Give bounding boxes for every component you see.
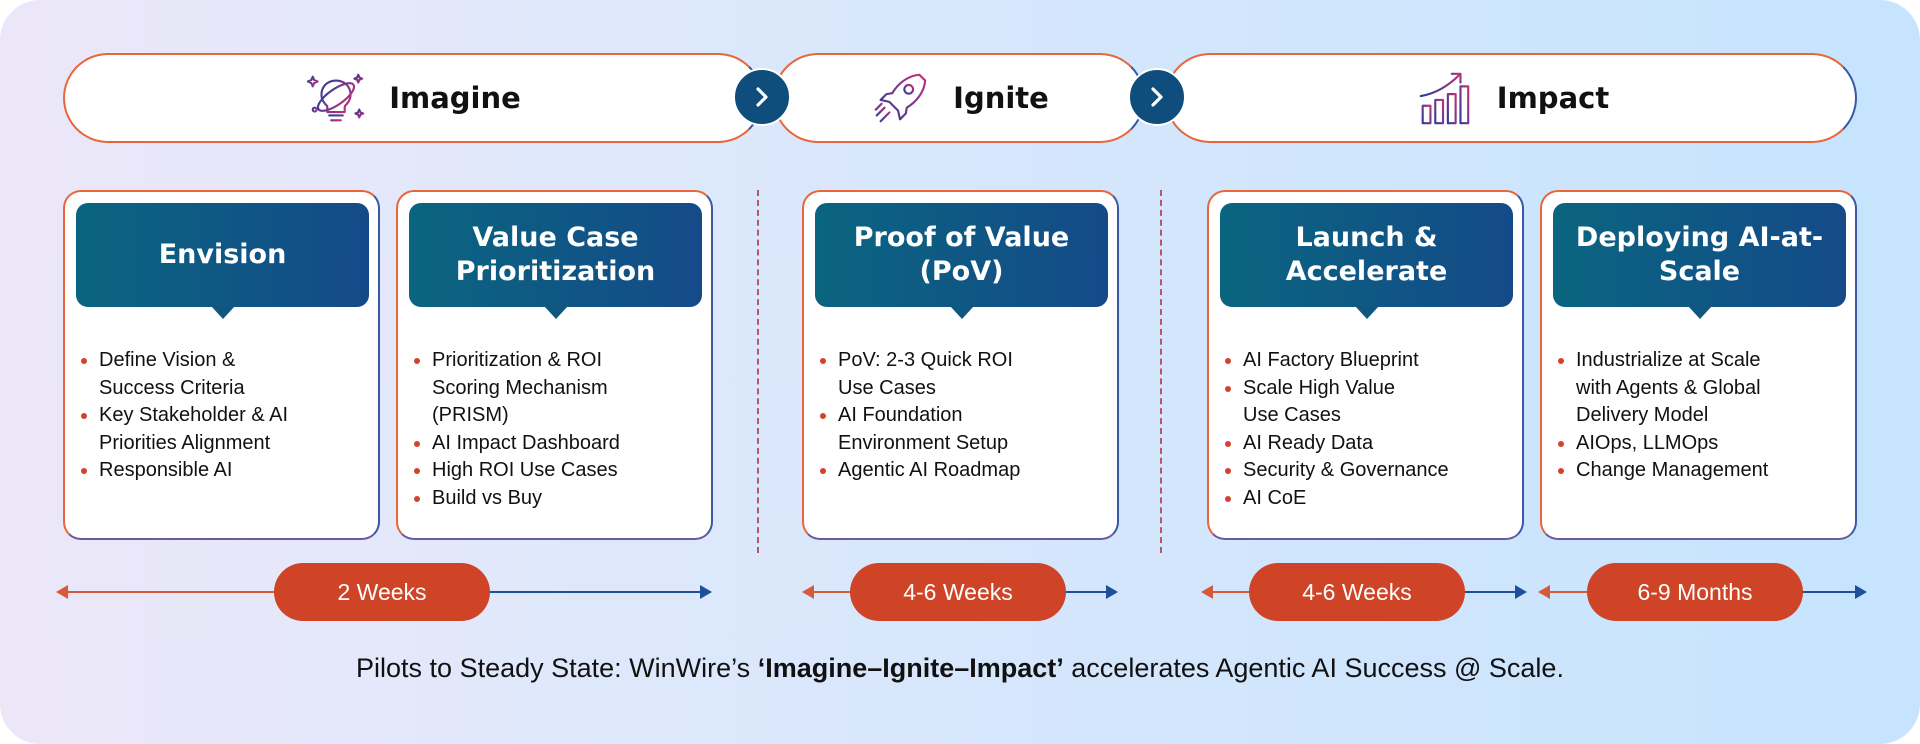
stage-card-proof-of-value: Proof of Value (PoV) PoV: 2-3 Quick ROI … bbox=[802, 190, 1119, 540]
phase-separator bbox=[757, 190, 759, 553]
tagline-suffix: accelerates Agentic AI Success @ Scale. bbox=[1063, 653, 1564, 683]
duration-badge: 2 Weeks bbox=[274, 563, 490, 621]
bullet-continuation: Success Criteria bbox=[99, 376, 245, 399]
card-title: Value Case Prioritization bbox=[409, 203, 702, 319]
arrow-right-line bbox=[1052, 591, 1108, 593]
arrow-left-head bbox=[1538, 585, 1550, 599]
bullet-list: Define Vision & Success Criteria Key Sta… bbox=[81, 347, 368, 485]
chevron-right-icon bbox=[756, 87, 768, 107]
phase-label: Ignite bbox=[953, 81, 1049, 115]
bullet-item: AI Factory Blueprint bbox=[1225, 347, 1512, 375]
phase-ignite: Ignite bbox=[773, 53, 1145, 143]
bullet-item: PoV: 2-3 Quick ROI bbox=[820, 347, 1107, 375]
phase-impact: Impact bbox=[1165, 53, 1857, 143]
bullet-item: Define Vision & bbox=[81, 347, 368, 375]
bullet-continuation: with Agents & Global bbox=[1576, 376, 1761, 399]
arrow-right-head bbox=[700, 585, 712, 599]
rocket-icon bbox=[874, 73, 927, 123]
bullet-list: AI Factory Blueprint Scale High Value Us… bbox=[1225, 347, 1512, 513]
arrow-right-head bbox=[1515, 585, 1527, 599]
arrow-left-head bbox=[1201, 585, 1213, 599]
duration-badge: 6-9 Months bbox=[1587, 563, 1803, 621]
bullet-continuation: Priorities Alignment bbox=[99, 431, 271, 454]
bullet-item: Agentic AI Roadmap bbox=[820, 457, 1107, 485]
bullet-continuation: Scoring Mechanism bbox=[432, 376, 608, 399]
bullet-item: AI Foundation bbox=[820, 402, 1107, 430]
bullet-item: Build vs Buy bbox=[414, 485, 701, 513]
bullet-item: AIOps, LLMOps bbox=[1558, 430, 1845, 458]
arrow-left-head bbox=[802, 585, 814, 599]
chevron-right-icon bbox=[1151, 87, 1163, 107]
phase-label: Imagine bbox=[389, 81, 521, 115]
bullet-continuation: Use Cases bbox=[1243, 404, 1341, 426]
bullet-continuation: Delivery Model bbox=[1576, 404, 1709, 426]
bullet-continuation: Use Cases bbox=[838, 376, 936, 399]
phase-separator bbox=[1160, 190, 1162, 553]
stage-card-envision: Envision Define Vision & Success Criteri… bbox=[63, 190, 380, 540]
arrow-right-line bbox=[1450, 591, 1517, 593]
card-title: Envision bbox=[76, 203, 369, 319]
bullet-item: Change Management bbox=[1558, 457, 1845, 485]
duration-badge: 4-6 Weeks bbox=[850, 563, 1066, 621]
phase-label: Impact bbox=[1496, 81, 1610, 115]
stage-card-deploying: Deploying AI-at-Scale Industrialize at S… bbox=[1540, 190, 1857, 540]
bullet-item: High ROI Use Cases bbox=[414, 457, 701, 485]
card-title: Proof of Value (PoV) bbox=[815, 203, 1108, 319]
bullet-list: Prioritization & ROI Scoring Mechanism (… bbox=[414, 347, 701, 513]
duration-badge: 4-6 Weeks bbox=[1249, 563, 1465, 621]
tagline-prefix: Pilots to Steady State: WinWire’s bbox=[356, 653, 758, 683]
arrow-right-line bbox=[1790, 591, 1857, 593]
bullet-item: Scale High Value bbox=[1225, 375, 1512, 403]
next-phase-chevron-1 bbox=[733, 68, 791, 126]
bullet-item: AI CoE bbox=[1225, 485, 1512, 513]
bullet-item: Prioritization & ROI bbox=[414, 347, 701, 375]
bullet-item: Industrialize at Scale bbox=[1558, 347, 1845, 375]
tagline: Pilots to Steady State: WinWire’s ‘Imagi… bbox=[0, 653, 1920, 684]
arrow-right-head bbox=[1855, 585, 1867, 599]
stage-card-value-case: Value Case Prioritization Prioritization… bbox=[396, 190, 713, 540]
arrow-right-line bbox=[480, 591, 702, 593]
arrow-left-line bbox=[1548, 591, 1598, 593]
bullet-continuation: Environment Setup bbox=[838, 431, 1009, 454]
bullet-item: AI Ready Data bbox=[1225, 430, 1512, 458]
growth-chart-icon bbox=[1417, 72, 1472, 125]
arrow-left-line bbox=[66, 591, 286, 593]
arrow-left-line bbox=[1211, 591, 1261, 593]
stage-card-launch: Launch & Accelerate AI Factory Blueprint… bbox=[1207, 190, 1524, 540]
arrow-left-head bbox=[56, 585, 68, 599]
bullet-item: AI Impact Dashboard bbox=[414, 430, 701, 458]
bullet-item: Security & Governance bbox=[1225, 457, 1512, 485]
card-title: Deploying AI-at-Scale bbox=[1553, 203, 1846, 319]
arrow-right-head bbox=[1106, 585, 1118, 599]
bullet-list: PoV: 2-3 Quick ROI Use Cases AI Foundati… bbox=[820, 347, 1107, 485]
next-phase-chevron-2 bbox=[1128, 68, 1186, 126]
phase-imagine: Imagine bbox=[63, 53, 763, 143]
lightbulb-rocket-icon bbox=[307, 73, 365, 122]
bullet-item: Key Stakeholder & AI bbox=[81, 402, 368, 430]
bullet-item: Responsible AI bbox=[81, 457, 368, 485]
bullet-list: Industrialize at Scale with Agents & Glo… bbox=[1558, 347, 1845, 485]
bullet-continuation: (PRISM) bbox=[432, 404, 509, 426]
tagline-emphasis: ‘Imagine–Ignite–Impact’ bbox=[757, 653, 1064, 683]
arrow-left-line bbox=[812, 591, 862, 593]
card-title: Launch & Accelerate bbox=[1220, 203, 1513, 319]
